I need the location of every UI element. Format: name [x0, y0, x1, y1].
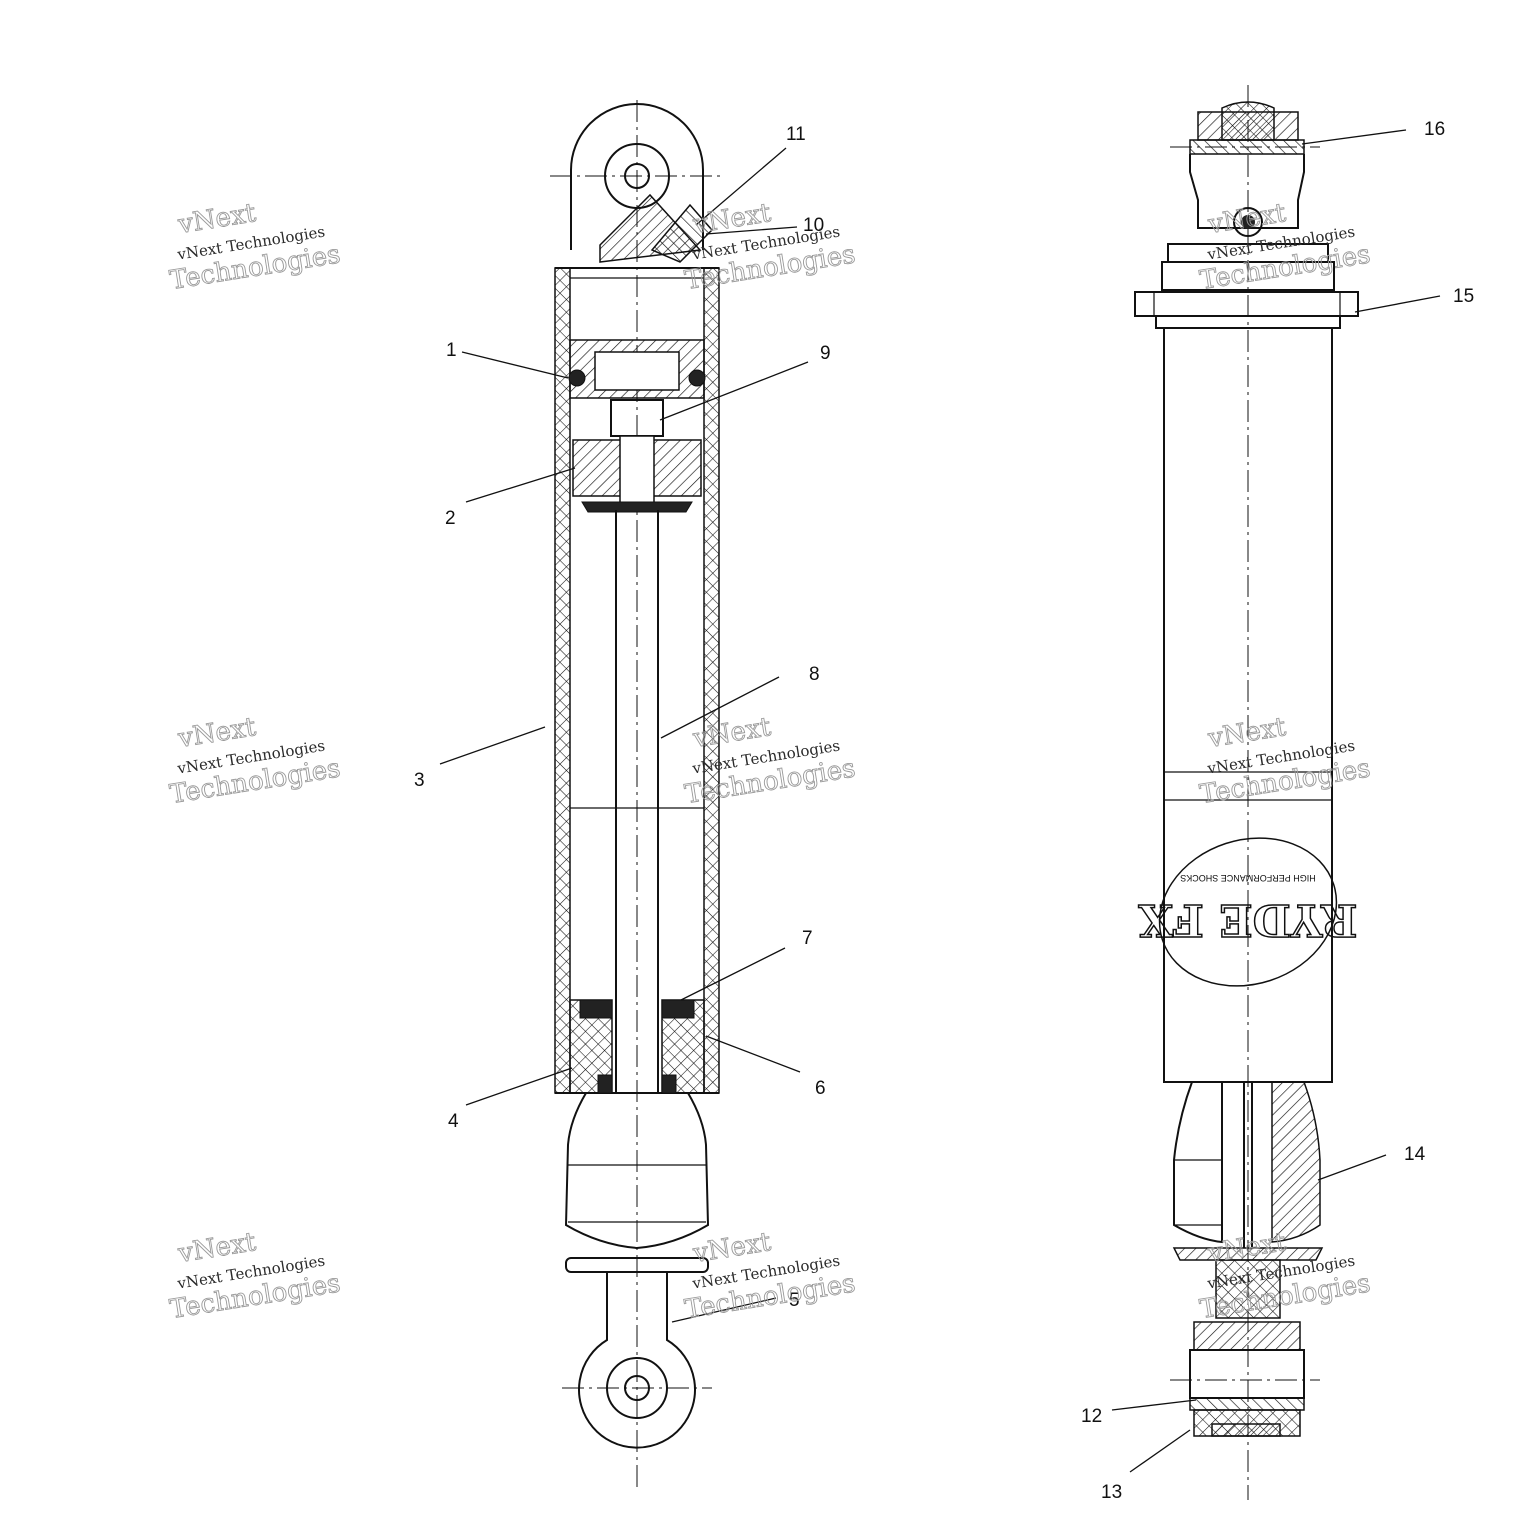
piston-rod [615, 510, 659, 1093]
watermark-mid-right: vNext vNext Technologies Technologies [1197, 712, 1373, 811]
logo-tagline: HIGH PERFORMANCE SHOCKS [1180, 873, 1316, 883]
watermark-bottom-center: vNext vNext Technologies Technologies [682, 1227, 858, 1326]
watermark-bottom-left: vNext vNext Technologies Technologies [167, 1227, 343, 1326]
watermark-top-left: vNext vNext Technologies Technologies [167, 198, 343, 297]
callout-16: 16 [1424, 119, 1445, 140]
top-eye-mount [550, 103, 725, 263]
logo-brand-text: RYDE FX [1138, 894, 1358, 945]
lower-clevis [1170, 1259, 1320, 1437]
callout-10: 10 [803, 215, 824, 236]
body-tube [554, 267, 720, 1094]
callout-11: 11 [786, 124, 806, 145]
callout-9: 9 [820, 343, 831, 364]
top-cap-nut [1134, 243, 1359, 329]
callout-12: 12 [1081, 1406, 1102, 1427]
section-view [550, 100, 725, 1490]
seal-head [569, 999, 705, 1094]
piston-assembly [572, 399, 702, 513]
exterior-view: RYDE FX HIGH PERFORMANCE SHOCKS [1134, 85, 1359, 1500]
callout-5: 5 [789, 1290, 800, 1311]
callout-4: 4 [448, 1111, 459, 1132]
brand-logo: RYDE FX HIGH PERFORMANCE SHOCKS [1137, 837, 1358, 987]
callout-labels: 1 2 3 4 5 6 7 8 9 10 11 12 13 14 15 16 [414, 119, 1474, 1503]
callout-3: 3 [414, 770, 425, 791]
bottom-eye-mount [562, 1092, 712, 1449]
watermark-top-right: vNext vNext Technologies Technologies [1197, 198, 1373, 297]
callout-14: 14 [1404, 1144, 1426, 1165]
callout-13: 13 [1101, 1482, 1122, 1503]
callout-15: 15 [1453, 286, 1474, 307]
callout-8: 8 [809, 664, 820, 685]
callout-7: 7 [802, 928, 813, 949]
leader-lines [439, 129, 1441, 1473]
watermark-mid-left: vNext vNext Technologies Technologies [167, 712, 343, 811]
lower-bumper [1172, 1081, 1324, 1261]
callout-1: 1 [446, 340, 457, 361]
floating-piston [568, 339, 706, 399]
callout-2: 2 [445, 508, 456, 529]
top-clevis [1170, 101, 1320, 237]
body-tube-exterior: RYDE FX HIGH PERFORMANCE SHOCKS [1137, 327, 1358, 1083]
callout-6: 6 [815, 1078, 826, 1099]
